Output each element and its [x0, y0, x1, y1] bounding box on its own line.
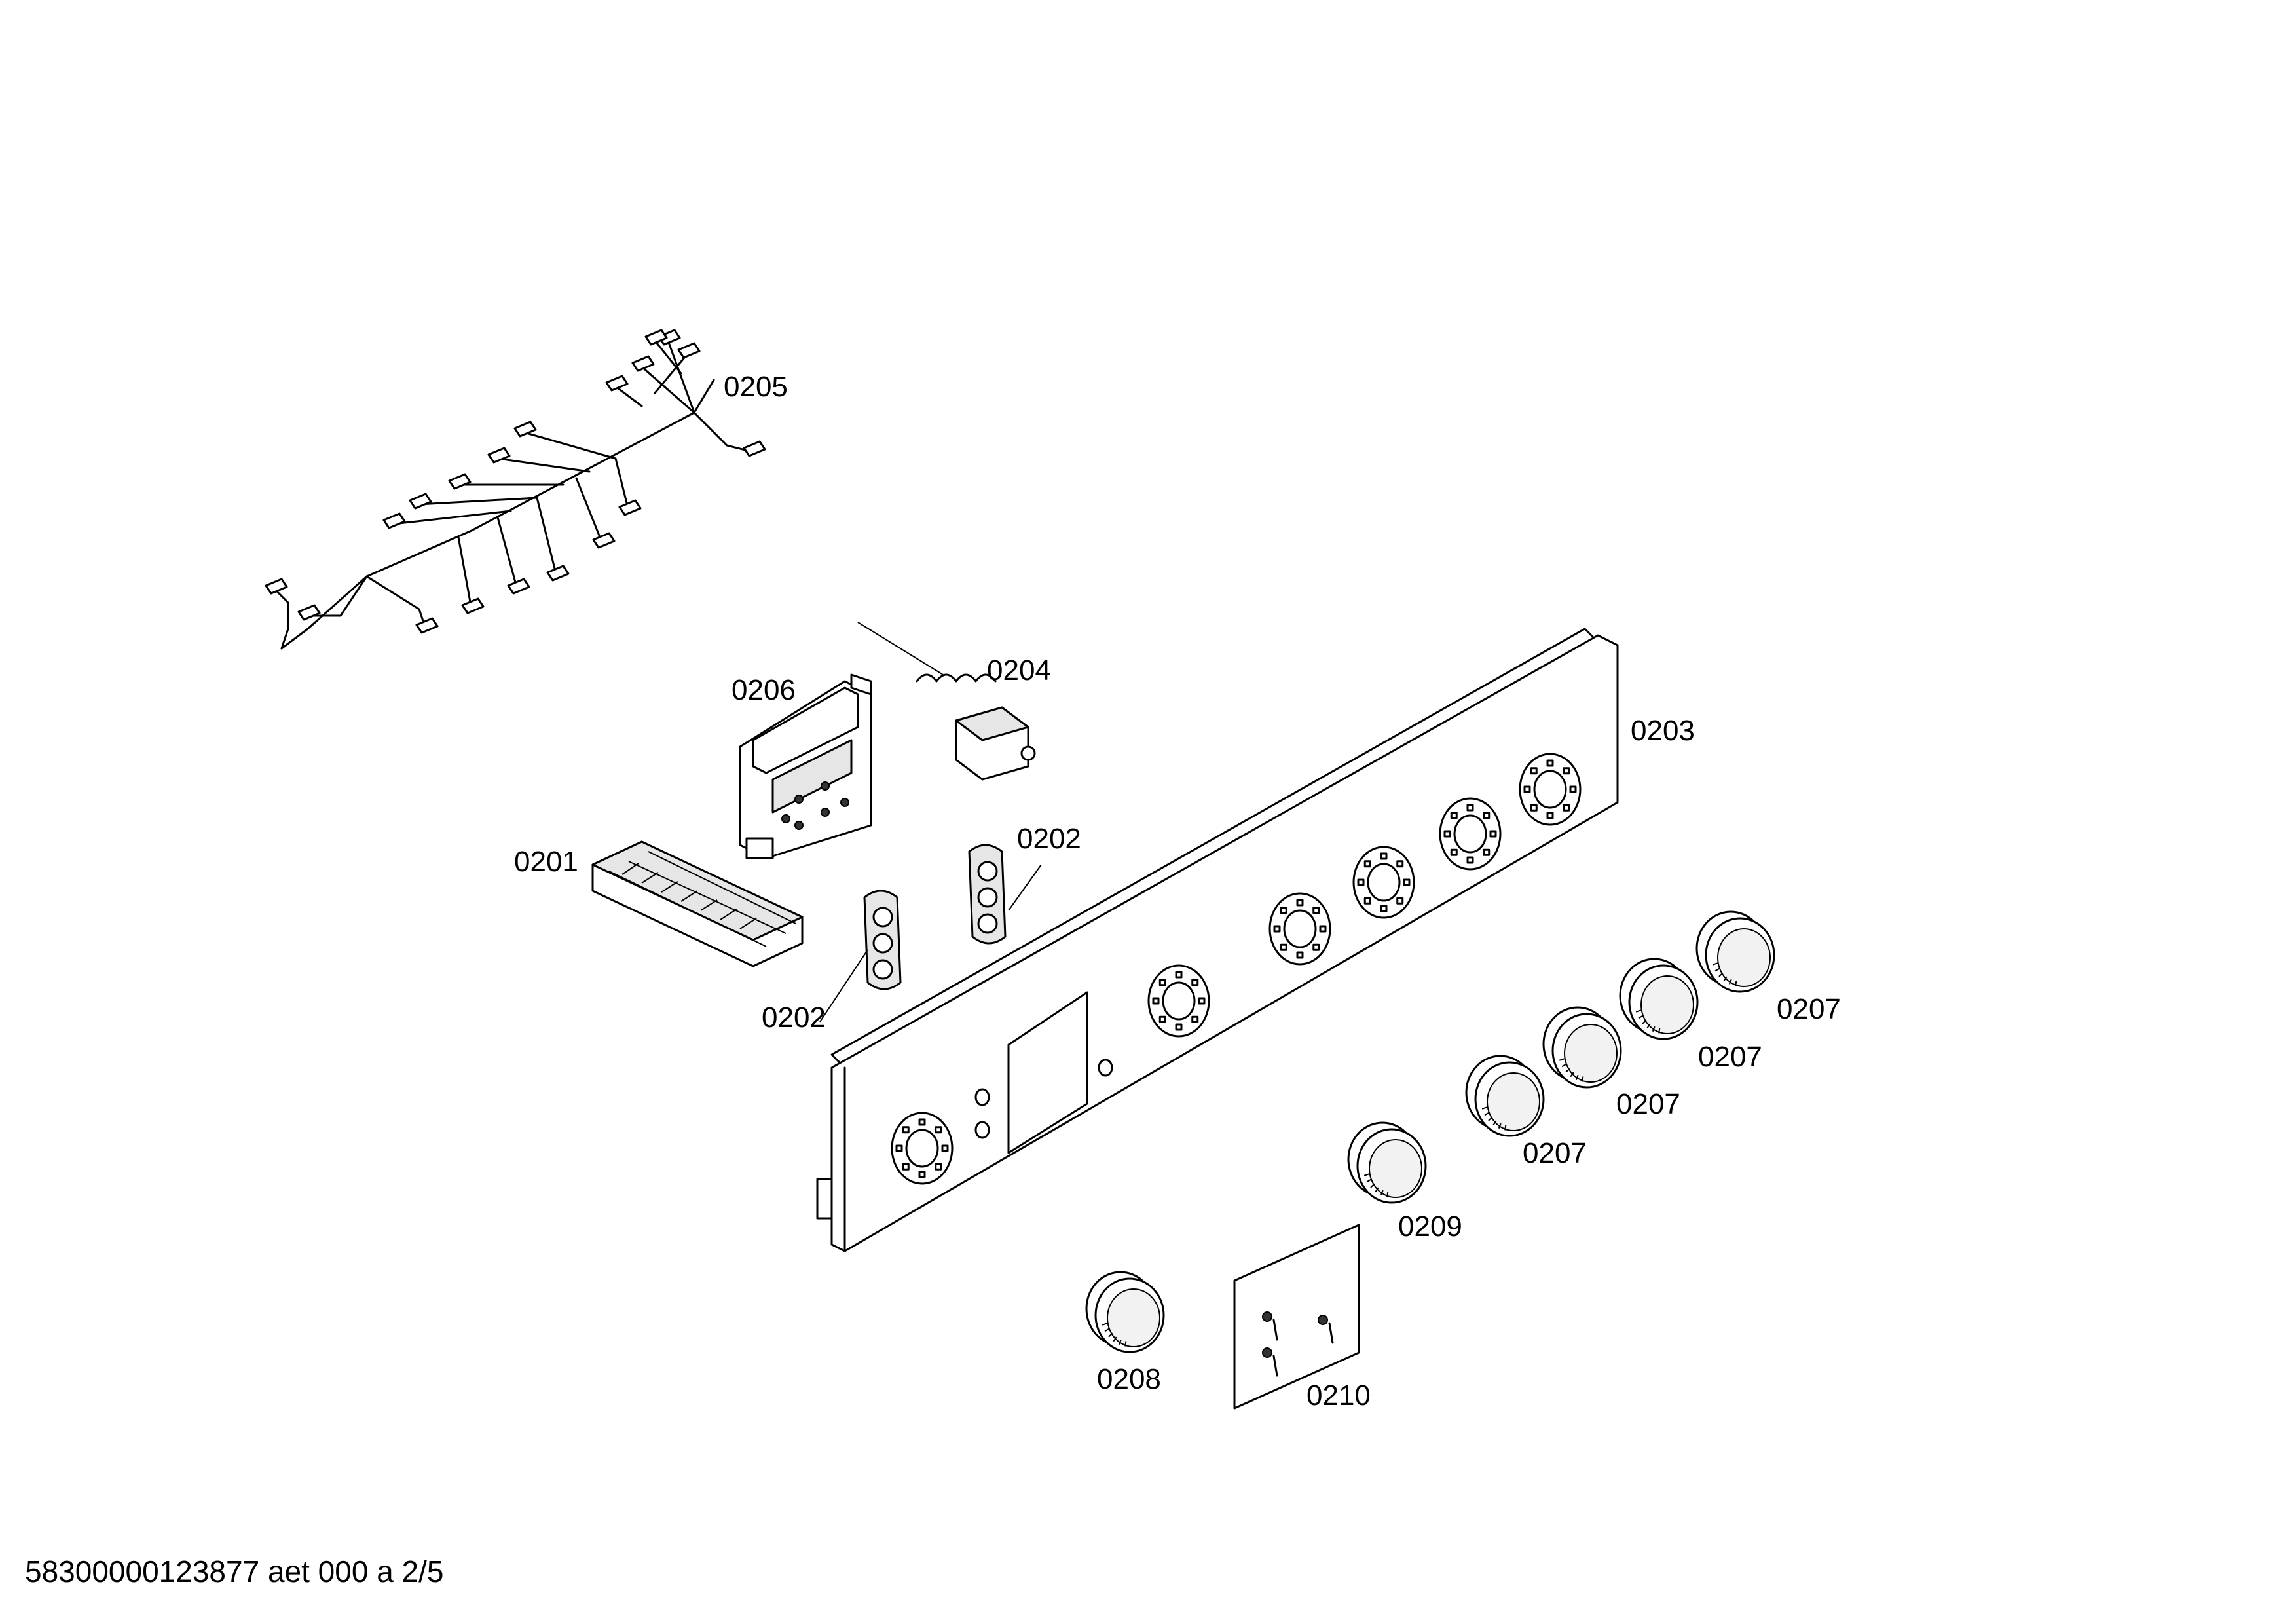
label-0207-3: 0207 — [1698, 1041, 1762, 1073]
label-0207-1: 0207 — [1523, 1137, 1587, 1169]
control-knob — [1347, 1121, 1427, 1204]
wiring-harness-0205 — [265, 329, 766, 650]
control-knob — [1542, 1006, 1622, 1089]
document-footer-code: 58300000123877 aet 000 a 2/5 — [25, 1554, 444, 1588]
panel-knob-hole — [1439, 797, 1502, 871]
harness-connector — [677, 342, 701, 359]
panel-knob-hole — [1519, 753, 1582, 826]
control-knob — [1465, 1055, 1545, 1137]
harness-connector — [487, 447, 511, 464]
screw-set-0210 — [1233, 1224, 1360, 1410]
label-0208: 0208 — [1097, 1363, 1161, 1395]
label-0201: 0201 — [514, 846, 578, 878]
label-0202-right: 0202 — [1017, 823, 1081, 855]
harness-connector — [448, 473, 472, 490]
knob-group — [1085, 910, 1775, 1353]
label-0202-left: 0202 — [762, 1002, 826, 1034]
harness-connector — [265, 578, 288, 595]
harness-connector — [743, 440, 766, 457]
harness-connector — [605, 375, 629, 392]
control-knob — [1695, 910, 1775, 993]
label-0206: 0206 — [731, 674, 796, 706]
panel-knob-hole — [891, 1112, 954, 1185]
harness-connector — [618, 499, 642, 516]
control-knob — [1085, 1271, 1165, 1353]
harness-connector — [631, 355, 655, 372]
panel-knob-hole — [1352, 846, 1415, 919]
harness-connector — [409, 493, 432, 510]
panel-knob-hole — [1268, 892, 1331, 966]
harness-connector — [297, 604, 321, 621]
front-panel-0203 — [816, 628, 1619, 1252]
harness-connector — [382, 512, 406, 529]
harness-connector — [592, 532, 616, 549]
harness-connector — [461, 597, 485, 614]
harness-connector — [546, 565, 570, 582]
switch-holder-0202-left — [863, 890, 902, 990]
label-0210: 0210 — [1306, 1379, 1371, 1412]
label-0203: 0203 — [1631, 715, 1695, 747]
terminal-block-0201 — [591, 840, 804, 967]
panel-knob-hole — [1147, 964, 1210, 1038]
harness-connector — [415, 617, 439, 634]
control-knob — [1619, 958, 1699, 1040]
label-0209: 0209 — [1398, 1210, 1462, 1243]
label-0207-4: 0207 — [1777, 993, 1841, 1025]
harness-connector — [507, 578, 530, 595]
label-0207-2: 0207 — [1616, 1088, 1680, 1120]
label-0204: 0204 — [987, 654, 1051, 686]
control-module-0206 — [739, 673, 872, 859]
label-0205: 0205 — [724, 371, 788, 403]
switch-holder-0202-right — [968, 844, 1007, 945]
harness-connector — [513, 421, 537, 438]
thermostat-0204 — [857, 622, 1036, 781]
harness-connector — [657, 329, 681, 346]
harness-connector — [644, 329, 668, 346]
